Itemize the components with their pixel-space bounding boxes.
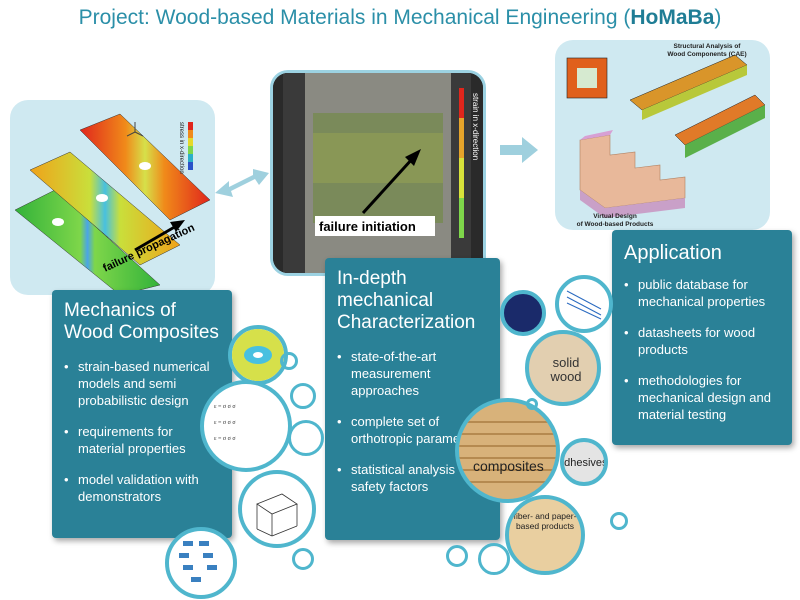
colorbar-label: stress in x-direction <box>178 122 184 174</box>
svg-text:ε = σ σ σ: ε = σ σ σ <box>214 436 236 442</box>
svg-text:ε = σ σ σ: ε = σ σ σ <box>214 420 236 426</box>
fiber-products-label: fiber- and paper-based products <box>513 511 577 531</box>
fiber-products-bubble: fiber- and paper-based products <box>505 495 585 575</box>
adhesives-label: adhesives <box>560 457 608 469</box>
brand-name: HoMaBa <box>630 6 715 29</box>
decor-bubble <box>446 545 468 567</box>
decor-bubble <box>292 548 314 570</box>
strain-colorbar <box>459 88 464 238</box>
decor-bubble <box>478 543 510 575</box>
simulation-panel: stress in x-direction failure propagatio… <box>10 100 215 296</box>
page-title: Project: Wood-based Materials in Mechani… <box>78 6 722 29</box>
decor-bubble <box>526 398 538 410</box>
decor-bubble <box>280 352 298 370</box>
equations-bubble: ε = σ σ σ ε = σ σ σ ε = σ σ σ <box>200 380 292 472</box>
specimen-green <box>14 189 161 296</box>
axis-triad-icon <box>126 122 144 137</box>
test-photo-bubble <box>500 290 546 336</box>
colorbar <box>188 122 193 170</box>
workflow-bubble <box>165 527 237 599</box>
propagation-arrow <box>134 223 179 252</box>
solid-wood-bubble: solid wood <box>525 330 601 406</box>
initiation-label: failure initiation <box>319 219 416 234</box>
decor-bubble <box>290 383 316 409</box>
characterization-item: complete set of orthotropic parameters <box>337 413 492 447</box>
chart-bubble <box>555 275 613 333</box>
application-item: datasheets for wood products <box>624 324 782 358</box>
virtual-design-2: of Wood-based Products <box>577 221 654 228</box>
fem-thumbnail-bubble <box>228 325 288 385</box>
application-title: Application <box>624 242 722 264</box>
right-arrow-icon <box>500 137 538 163</box>
cae-title-2: Wood Components (CAE) <box>667 51 746 58</box>
specimen-orange <box>29 151 181 266</box>
mechanics-item: requirements for material properties <box>64 423 222 457</box>
characterization-item: state-of-the-art measurement approaches <box>337 348 492 399</box>
application-card: Application public database for mechanic… <box>612 230 792 445</box>
double-arrow-icon <box>215 169 269 197</box>
initiation-arrow <box>361 156 415 215</box>
cae-title-1: Structural Analysis of <box>674 43 742 50</box>
decor-bubble <box>288 420 324 456</box>
test-specimen-photo: strain in x-direction failure initiation <box>270 70 486 276</box>
composites-label: composites <box>473 458 544 474</box>
application-item: methodologies for mechanical design and … <box>624 372 782 423</box>
solid-wood-label: solid wood <box>550 355 582 384</box>
mechanics-item: strain-based numerical models and semi p… <box>64 358 222 409</box>
decor-bubble <box>610 512 628 530</box>
mechanics-item: model validation with demonstrators <box>64 471 222 505</box>
strain-label: strain in x-direction <box>471 93 480 160</box>
adhesives-bubble: adhesives <box>560 438 608 486</box>
application-item: public database for mechanical propertie… <box>624 276 782 310</box>
svg-text:ε = σ σ σ: ε = σ σ σ <box>214 404 236 410</box>
cae-panel: Structural Analysis of Wood Components (… <box>555 40 770 230</box>
stair-model <box>579 130 686 218</box>
composites-bubble: composites <box>455 398 560 503</box>
yield-surface-bubble <box>238 470 316 548</box>
characterization-item: statistical analysis → safety factors <box>337 461 492 495</box>
failure-propagation-figure: stress in x-direction failure propagatio… <box>14 113 211 296</box>
virtual-design-1: Virtual Design <box>593 213 637 220</box>
